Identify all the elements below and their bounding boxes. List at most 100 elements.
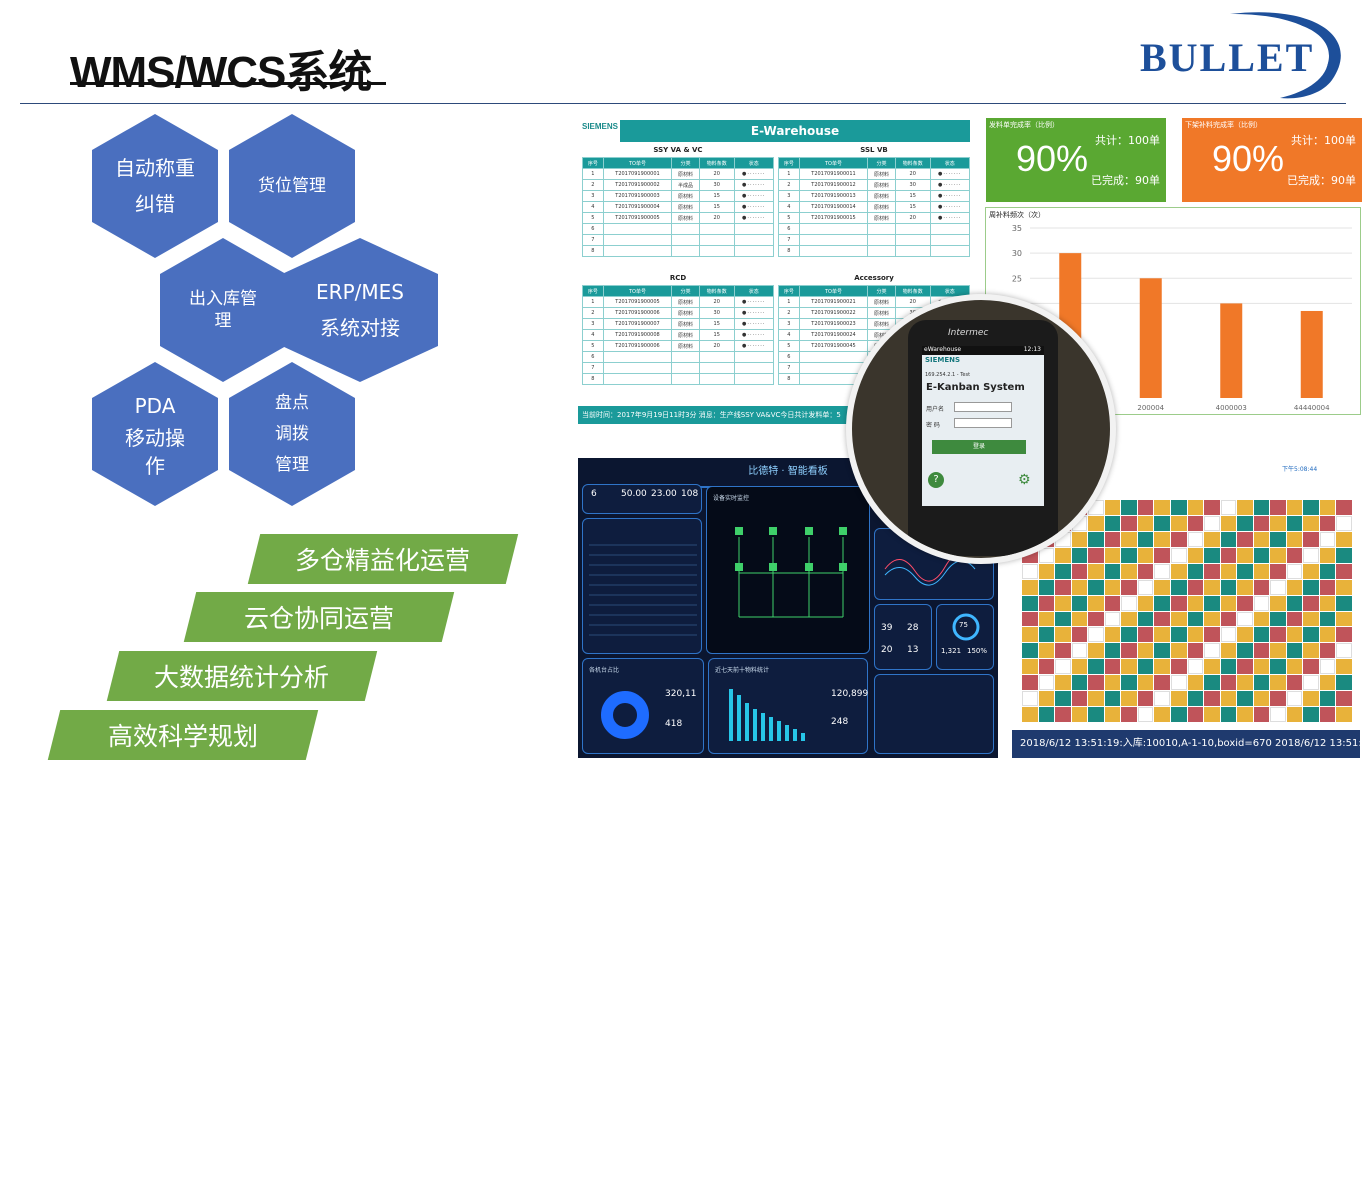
banner-multi-warehouse[interactable]: 多仓精益化运营 [247,534,519,584]
status-dots-icon: ●······· [929,212,971,224]
location-cell [1137,643,1154,659]
table-caption: RCD [669,274,687,282]
location-cell [1071,547,1088,563]
table-cell: 原材料 [867,307,896,319]
location-cell [1170,611,1187,627]
banner-big-data[interactable]: 大数据统计分析 [106,651,378,701]
table-cell: 20 [894,168,931,180]
location-cell [1154,563,1170,579]
location-cell [1253,531,1270,547]
hex-inventory-transfer[interactable]: 盘点 调拨 管理 [229,362,355,506]
location-cell [1286,515,1303,531]
status-dots-icon: ●······· [929,201,971,213]
hex-erp-mes[interactable]: ERP/MES 系统对接 [282,238,438,382]
table-cell: 20 [894,212,931,224]
banner-label: 高效科学规划 [107,722,258,751]
location-cell [1088,643,1104,659]
gauge-value: 28 [907,623,919,633]
ewarehouse-header: SIEMENS E-Warehouse [578,116,976,144]
pda-pass-input[interactable] [954,418,1012,428]
table-cell: 原材料 [671,212,700,224]
pie-label: 各机台占比 [589,667,620,674]
location-cell [1270,515,1286,531]
location-cell [1336,627,1352,643]
location-cells [1022,500,1352,722]
location-cell [1253,547,1270,563]
banner-cloud-warehouse[interactable]: 云仓协同运营 [183,592,455,642]
location-cell [1022,675,1038,691]
table-row: 8 [582,373,775,385]
hex-location-management[interactable]: 货位管理 [229,114,355,258]
location-cell [1170,515,1187,531]
hex-pda-mobile[interactable]: PDA 移动操 作 [92,362,218,506]
location-cell [1204,627,1220,643]
location-cell [1088,547,1104,563]
table-caption: Accessory [854,274,894,282]
location-cell [1303,659,1319,675]
row-index: 6 [582,223,604,235]
location-cell [1187,515,1204,531]
location-cell [1154,595,1170,611]
settings-gear-icon[interactable]: ⚙ [1018,472,1031,488]
table-caption: SSY VA & VC [653,146,703,154]
y-tick-label: 25 [1012,274,1022,283]
table-cell: 原材料 [671,168,700,180]
location-cell [1303,611,1319,627]
location-cell [1336,595,1352,611]
column-header: 状态 [929,157,971,169]
table-cell: 20 [698,340,735,352]
equipment-network-icon [735,527,847,618]
location-cell [1137,531,1154,547]
location-cell [1137,707,1154,722]
table-cell: 20 [698,296,735,308]
location-cell [1286,707,1303,722]
location-cell [1336,547,1352,563]
hex-line: 出入库管 [189,289,257,309]
column-header: 分类 [867,157,896,169]
table-cell: 原材料 [867,212,896,224]
location-cell [1038,595,1055,611]
status-dots-icon: ●······· [733,201,775,213]
pda-login-button[interactable]: 登录 [932,440,1026,454]
location-cell [1270,500,1286,515]
location-cell [1170,579,1187,595]
location-cell [1336,611,1352,627]
pda-logo: SIEMENS [925,356,961,364]
banner-planning[interactable]: 高效科学规划 [47,710,319,760]
location-cell [1253,515,1270,531]
table-cell: 原材料 [671,201,700,213]
location-cell [1220,531,1237,547]
hex-inout-management[interactable]: 出入库管 理 [160,238,286,382]
pda-screen: eWarehouse 12:13 SIEMENS 169.254.2.1 - T… [922,346,1044,506]
table-cell: T2017091900013 [798,190,869,202]
hex-line: 自动称重 [115,156,195,180]
location-cell [1253,659,1270,675]
location-cell [1038,563,1055,579]
hex-weigh-correction[interactable]: 自动称重 纠错 [92,114,218,258]
column-header: TO单号 [602,157,673,169]
pie-value: 320,11 [665,689,697,699]
grid-log-bar: 2018/6/12 13:51:19:入库:10010,A-1-10,boxid… [1012,730,1360,758]
x-tick-label: 4000003 [1216,404,1247,412]
table-cell: 30 [698,307,735,319]
table-cell: T2017091900005 [602,296,673,308]
location-cell [1038,691,1055,707]
location-cell [1154,627,1170,643]
location-cell [1121,531,1137,547]
location-cell [1204,595,1220,611]
gauge-panel-a: 39 28 20 13 [874,604,932,670]
location-cell [1237,515,1253,531]
help-icon[interactable]: ? [928,472,944,488]
location-cell [1253,643,1270,659]
status-dots-icon: ●······· [733,318,775,330]
gauge-value: 1,321 [941,647,962,655]
location-cell [1319,595,1336,611]
pda-user-input[interactable] [954,402,1012,412]
location-cell [1270,579,1286,595]
stat-total: 共计：100单 [1095,134,1160,147]
bar-label: 近七天前十物料统计 [715,667,770,674]
location-cell [1270,611,1286,627]
location-cell [1336,707,1352,722]
location-cell [1170,659,1187,675]
